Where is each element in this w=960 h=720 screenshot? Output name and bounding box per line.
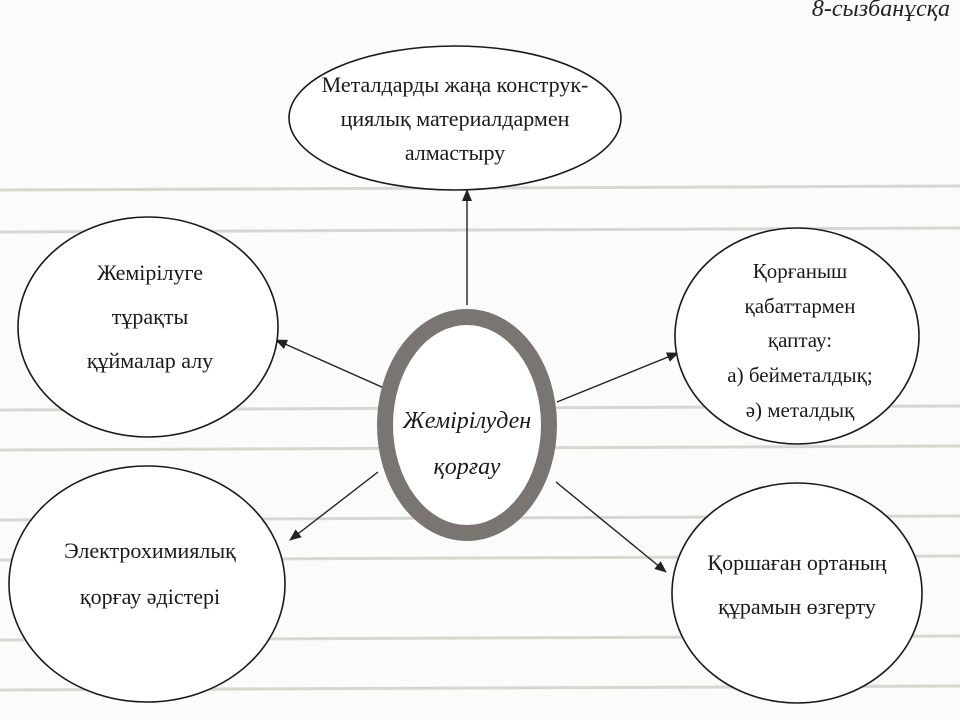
node-left-lower-line-1: Электрохимиялық (64, 538, 236, 563)
arrow-to-right-upper (556, 352, 679, 403)
connectors (275, 189, 679, 573)
node-top-line-1: Металдарды жаңа конструк- (321, 72, 589, 97)
node-right-upper-line-1: Қорғаныш (752, 259, 848, 283)
node-left-upper-label: Жемірілуге тұрақты құймалар алу (40, 256, 260, 378)
node-top-ellipse (288, 45, 622, 191)
node-top-line-3: алмастыру (404, 140, 506, 166)
node-right-lower-line-1: Қоршаған ортаның (707, 550, 887, 575)
arrow-to-right-lower (555, 481, 667, 573)
node-left-upper-line-1: Жемірілуге (97, 260, 203, 285)
center-node-line-2: қорғау (433, 454, 501, 481)
node-right-upper-ellipse (674, 227, 920, 445)
figure-caption: 8-сызбанұсқа (811, 0, 950, 22)
node-left-upper-line-2: тұрақты (111, 304, 189, 330)
node-right-lower-label: Қоршаған ортаның құрамын өзгерту (687, 546, 907, 624)
node-left-lower-label: Электрохимиялық қорғау әдістері (30, 534, 270, 614)
arrow-to-left-lower (289, 471, 379, 541)
node-right-upper-label: Қорғаныш қабаттармен қаптау: а) бейметал… (700, 254, 900, 427)
center-node-ring (377, 309, 557, 541)
node-top-line-2: циялық материалдармен (340, 106, 570, 132)
node-right-upper-line-3: қаптау: (767, 328, 833, 353)
node-right-lower-ellipse (671, 482, 923, 704)
node-right-upper-line-5: ә) металдық (745, 397, 855, 422)
node-left-lower-line-2: қорғау әдістері (79, 584, 221, 610)
node-left-lower-ellipse (8, 465, 286, 703)
node-left-upper-line-3: құймалар алу (86, 348, 214, 374)
center-node-line-1: Жемірілуден (402, 408, 532, 434)
node-right-upper-line-4: а) бейметалдық; (727, 362, 873, 387)
arrow-to-left-upper (275, 339, 394, 393)
node-top-label: Металдарды жаңа конструк- циялық материа… (305, 68, 605, 170)
node-left-upper-ellipse (17, 216, 279, 438)
center-node-label: Жемірілуден қорғау (392, 402, 542, 487)
node-right-lower-line-2: құрамын өзгерту (718, 594, 876, 620)
node-right-upper-line-2: қабаттармен (744, 293, 856, 318)
